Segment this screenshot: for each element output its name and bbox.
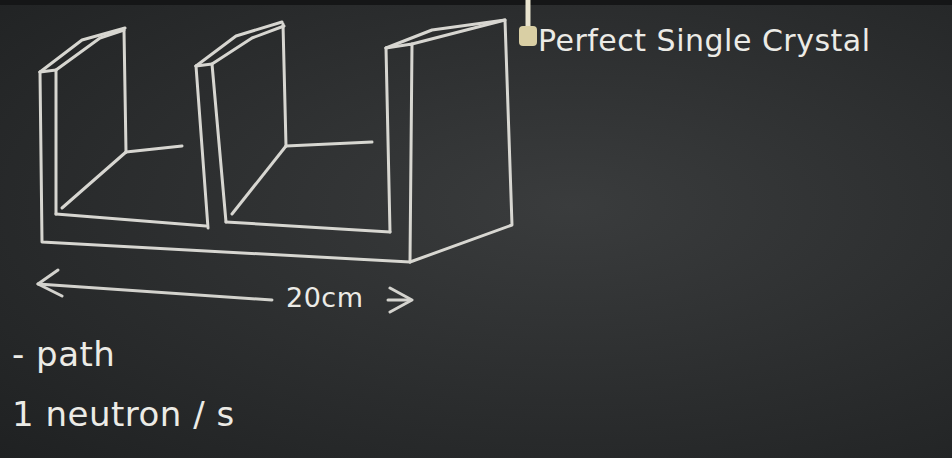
board-note: Perfect Single Crystal xyxy=(538,24,871,57)
pin-head xyxy=(519,26,537,46)
middle-slab-front xyxy=(196,66,208,228)
middle-slab-top-inner xyxy=(212,26,284,64)
board-note: 1 neutron / s xyxy=(12,396,235,433)
middle-slab-top xyxy=(196,22,282,66)
left-slab-front xyxy=(40,70,56,214)
board-note: - path xyxy=(12,336,115,373)
crystal-outline xyxy=(40,20,512,262)
arrowhead-left xyxy=(38,270,62,296)
dimension-arrow xyxy=(38,270,412,312)
left-slab-top xyxy=(40,28,125,72)
dimension-line-left xyxy=(38,284,272,300)
outer-base xyxy=(40,72,410,262)
right-slab-inner xyxy=(386,48,390,232)
middle-slab-back xyxy=(283,24,286,146)
board-edge xyxy=(0,0,952,5)
dimension-line-right xyxy=(388,299,410,302)
right-floor-front xyxy=(226,222,390,232)
left-floor-front xyxy=(56,214,206,226)
right-slab-side xyxy=(410,20,512,262)
dimension-label: 20cm xyxy=(286,283,364,313)
pin-stem xyxy=(526,0,531,28)
left-floor-side xyxy=(62,152,126,208)
left-slab-top-inner xyxy=(56,30,124,70)
right-floor-side xyxy=(232,146,286,214)
right-floor-back xyxy=(286,142,372,146)
left-floor-back xyxy=(126,146,182,152)
right-slab-front xyxy=(386,44,412,262)
left-slab-back xyxy=(124,30,126,152)
arrowhead-right xyxy=(390,288,412,312)
middle-slab-face xyxy=(196,64,226,222)
